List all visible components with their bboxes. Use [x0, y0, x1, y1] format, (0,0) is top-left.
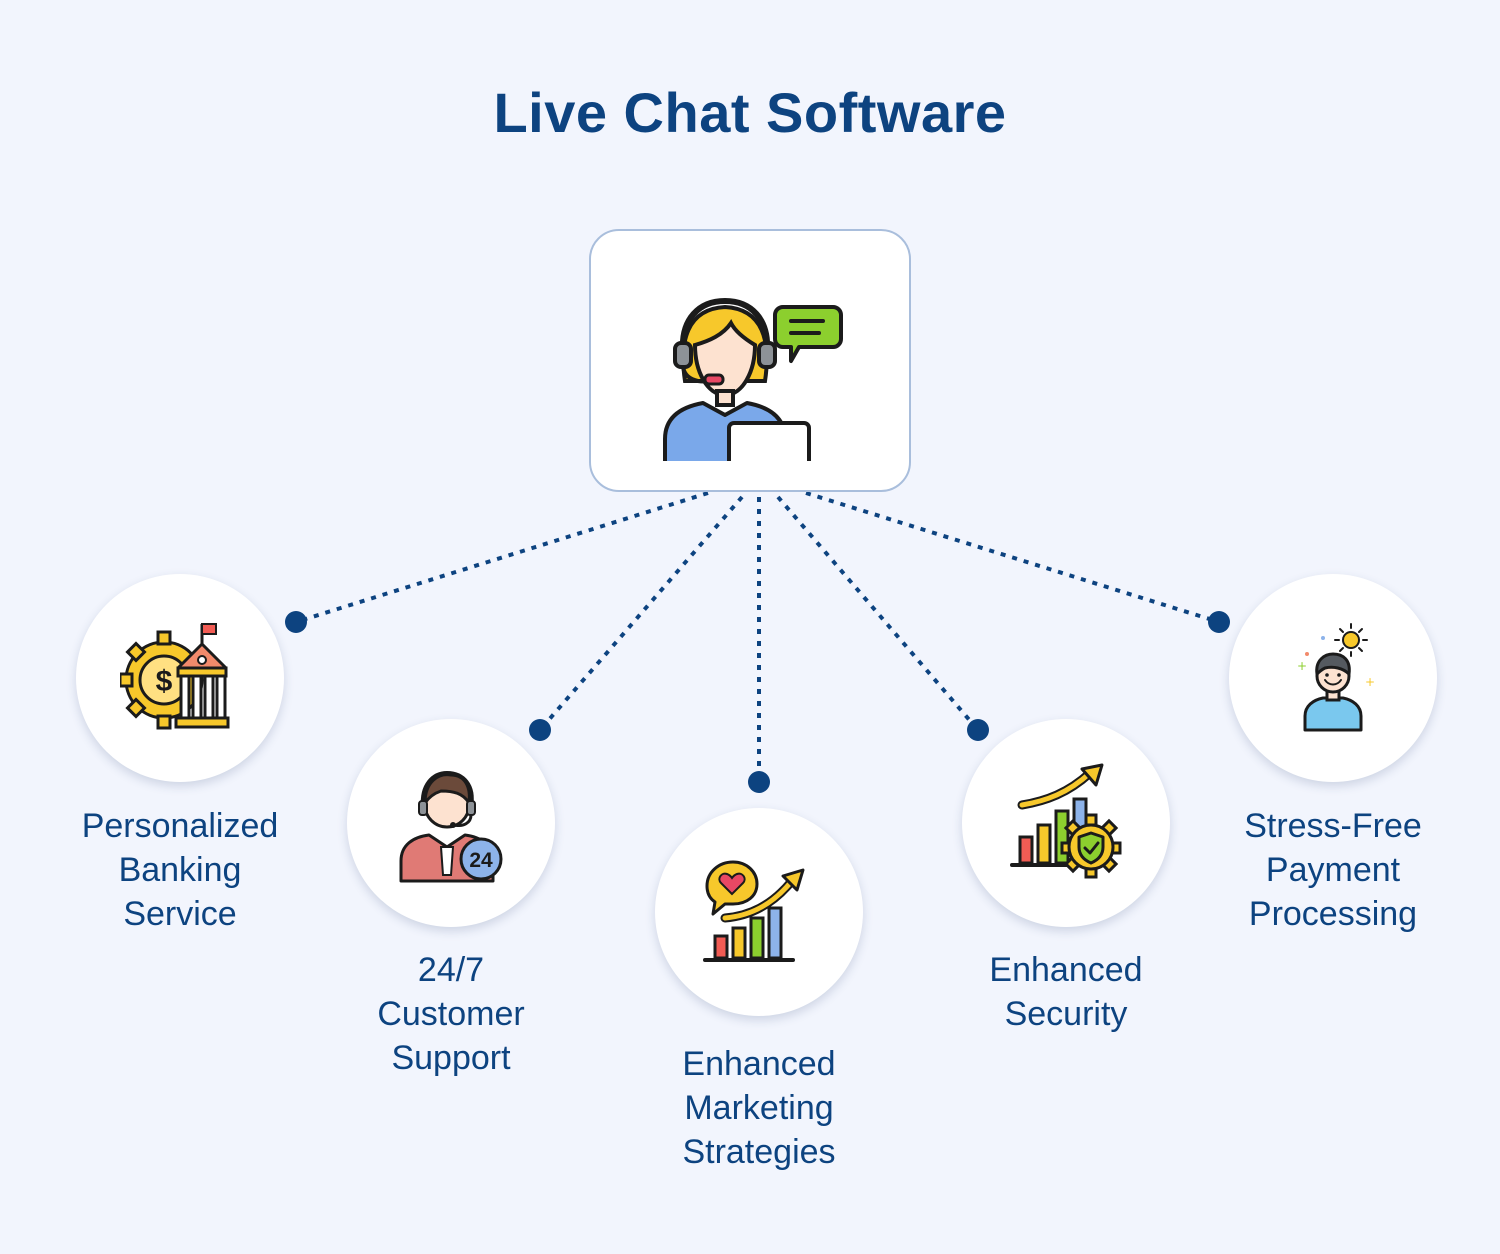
connector-dot-support — [529, 719, 551, 741]
marketing-growth-chart-icon — [703, 860, 805, 962]
connector-dot-security — [967, 719, 989, 741]
node-support-circle: 24 — [347, 719, 555, 927]
connector-dot-payment — [1208, 611, 1230, 633]
connector-dot-marketing — [748, 771, 770, 793]
node-payment-label: Stress-Free Payment Processing — [1244, 807, 1422, 933]
svg-text:+: + — [1297, 659, 1307, 673]
node-banking-label: Personalized Banking Service — [81, 807, 279, 933]
happy-person-icon: + + — [1297, 623, 1375, 732]
support-agent-24-icon: 24 — [399, 770, 503, 883]
node-marketing-circle — [655, 808, 863, 1016]
svg-text:+: + — [1365, 675, 1375, 689]
customer-service-agent-icon — [663, 297, 843, 461]
connector-support — [538, 495, 744, 732]
connector-dot-banking — [285, 611, 307, 633]
node-security-circle — [962, 719, 1170, 927]
node-security-label: Enhanced Security — [989, 951, 1143, 1033]
svg-text:24: 24 — [469, 849, 493, 872]
node-marketing-label: Enhanced Marketing Strategies — [682, 1045, 836, 1171]
page-title: Live Chat Software — [493, 81, 1007, 144]
svg-text:$: $ — [156, 665, 173, 698]
bank-finance-gear-icon: $ — [120, 623, 230, 730]
node-payment-circle: + + — [1229, 574, 1437, 782]
connector-banking — [295, 491, 709, 624]
hub-card — [589, 229, 911, 492]
connector-security — [776, 495, 980, 732]
node-banking-circle: $ — [76, 574, 284, 782]
connector-payment — [805, 491, 1220, 624]
security-growth-chart-icon — [1010, 763, 1122, 879]
node-support-label: 24/7 Customer Support — [377, 951, 525, 1077]
